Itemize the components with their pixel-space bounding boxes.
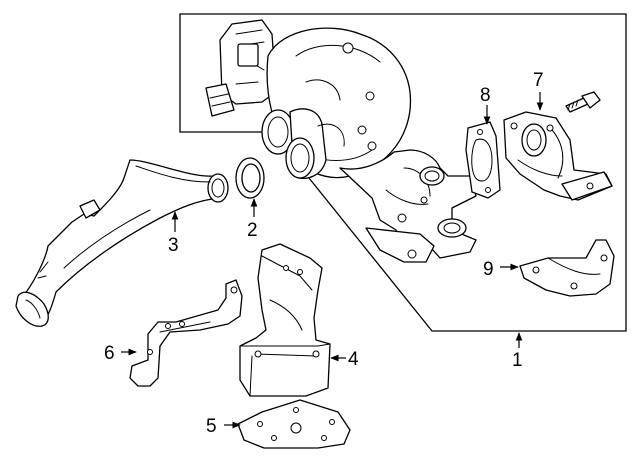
turbo-inlet-tube [15, 159, 229, 327]
turbocharger-illustration [205, 19, 477, 263]
callout-7: 7 [533, 70, 544, 91]
support-block [239, 243, 331, 397]
callout-5: 5 [206, 416, 217, 437]
assembly-frame [179, 13, 627, 332]
seal-ring [235, 157, 265, 199]
callout-1: 1 [512, 350, 523, 371]
callout-8: 8 [480, 85, 491, 106]
leader-arrows [121, 92, 544, 429]
gasket-plate [237, 399, 351, 449]
turbo-support-bracket [519, 239, 615, 297]
callout-2: 2 [247, 220, 258, 241]
callout-9: 9 [483, 259, 494, 280]
callout-4: 4 [348, 349, 359, 370]
tube-bracket [129, 279, 243, 387]
callout-3: 3 [168, 235, 179, 256]
manifold-gasket [465, 121, 501, 199]
callout-6: 6 [104, 343, 115, 364]
exhaust-flange-housing [503, 91, 613, 201]
